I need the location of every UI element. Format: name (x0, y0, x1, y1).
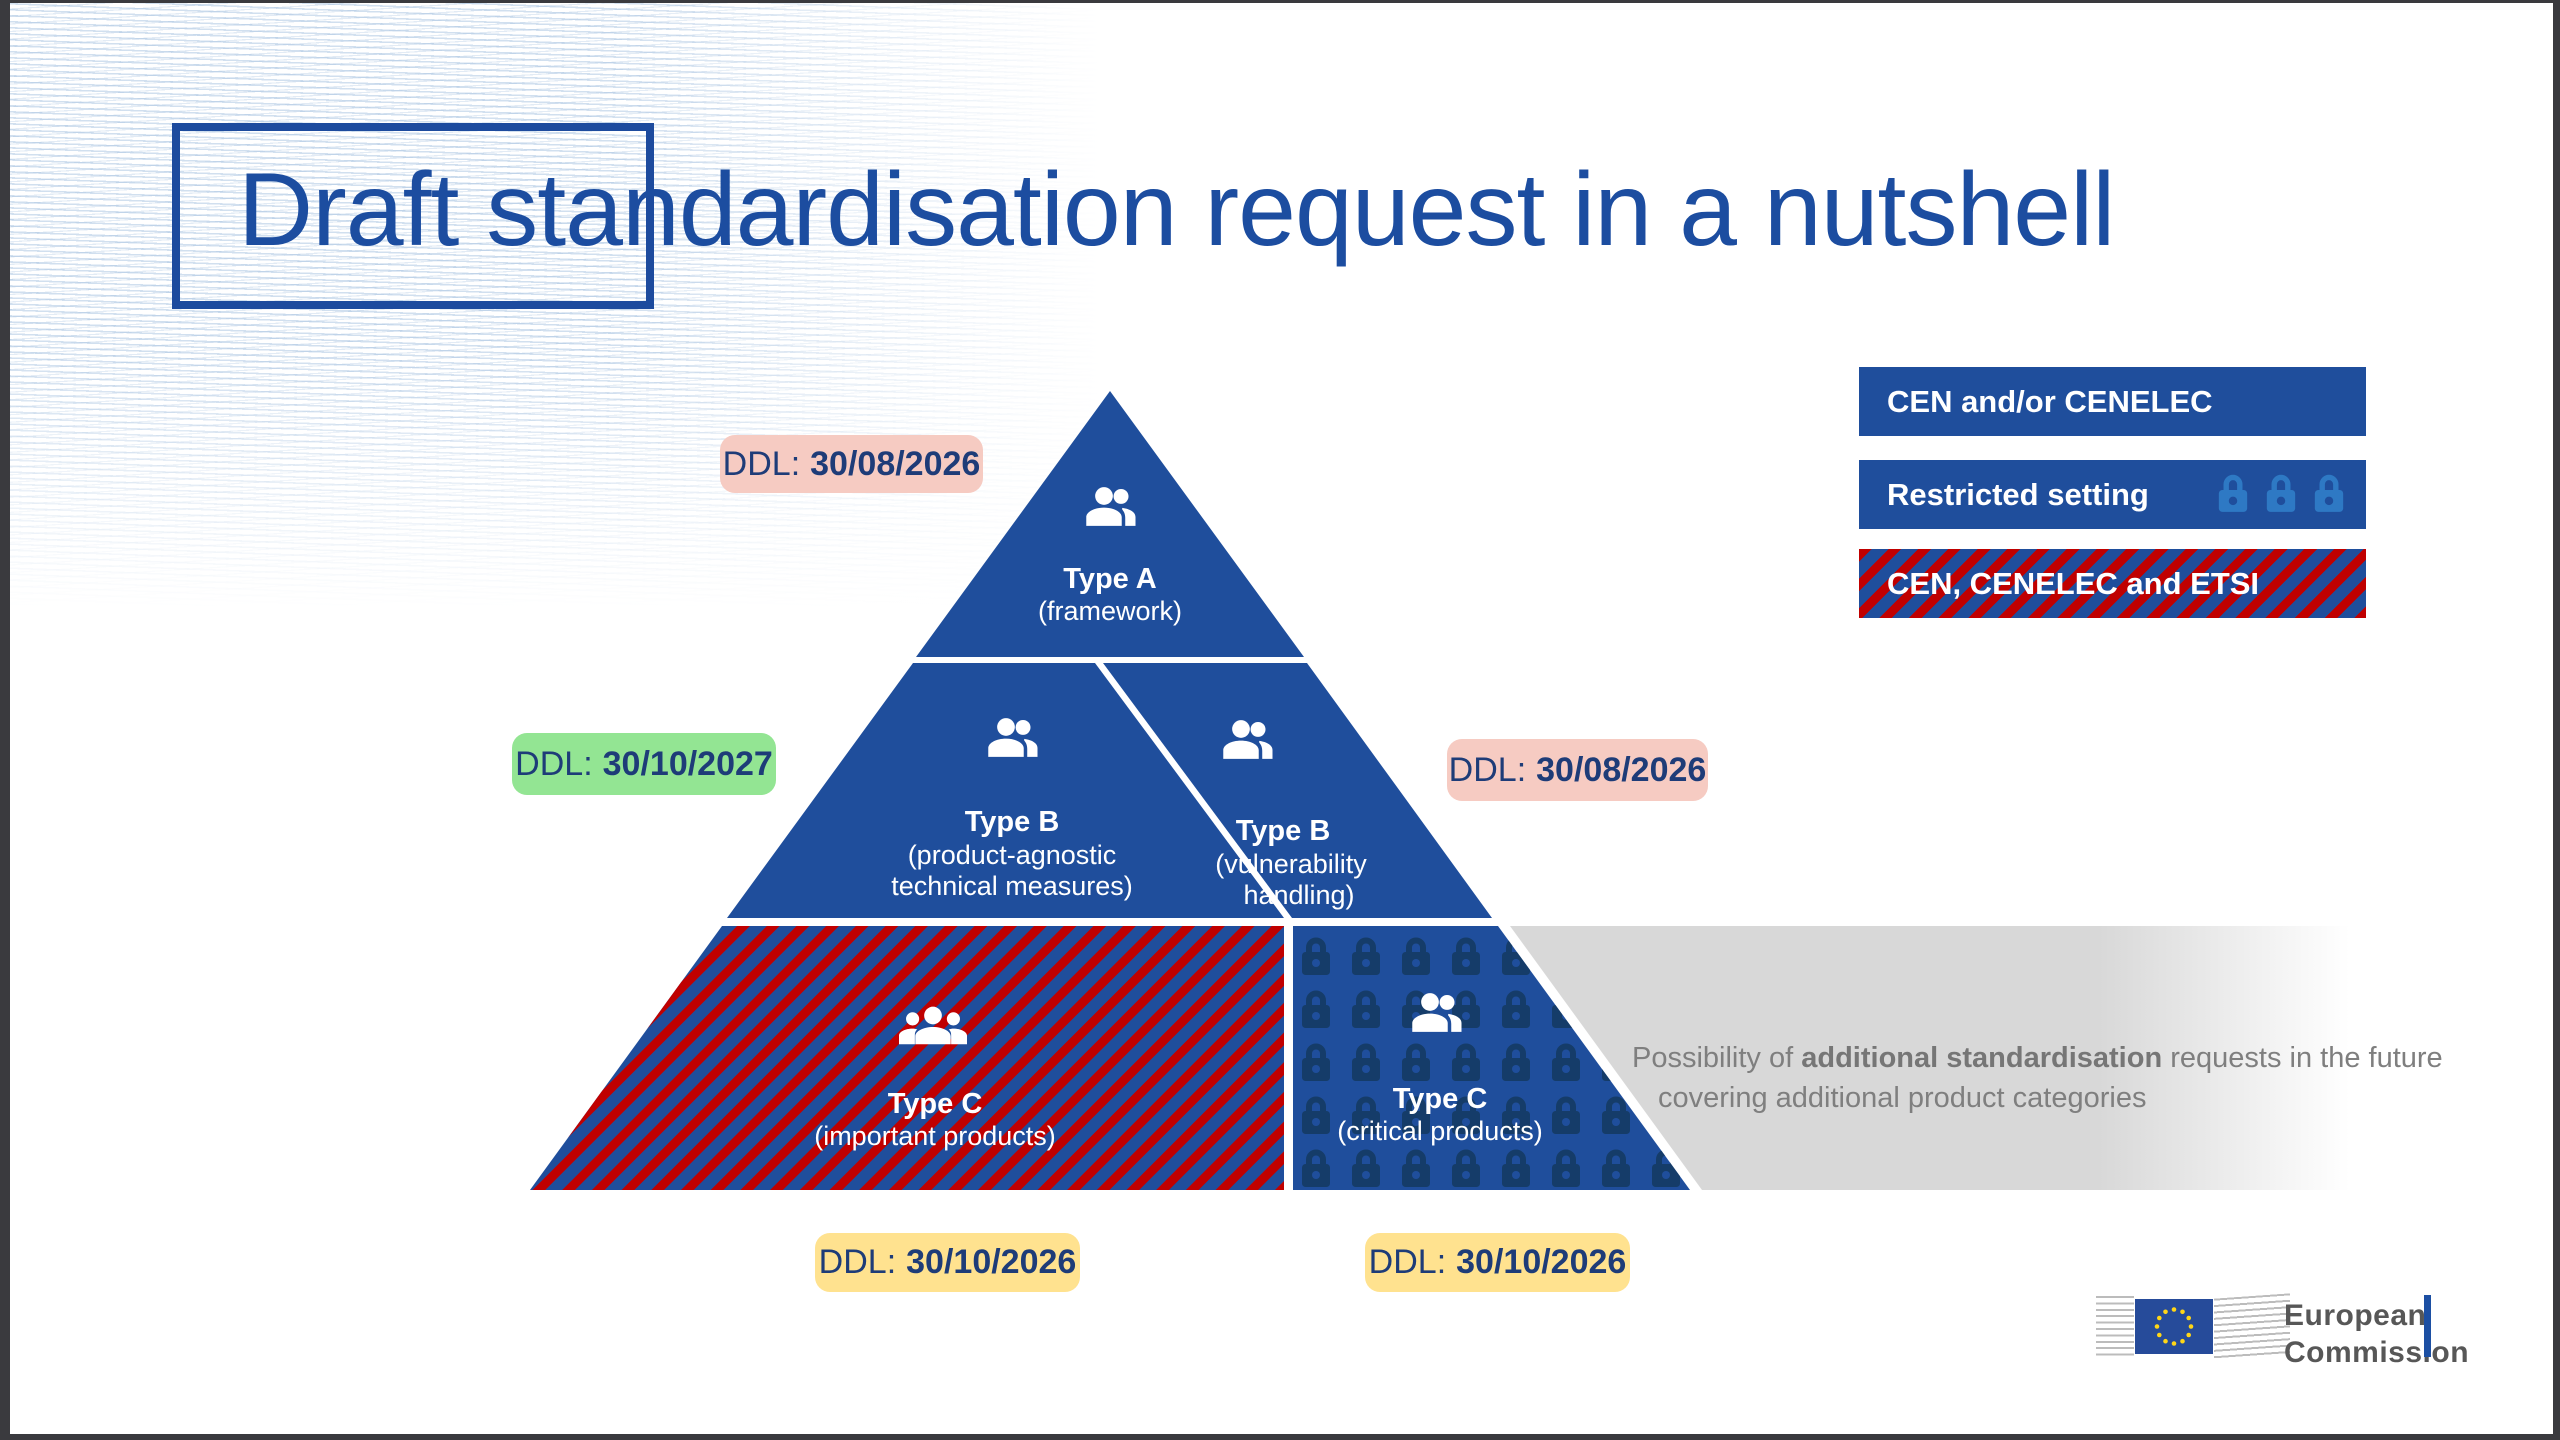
note-line-1: Possibility of additional standardisatio… (1632, 1042, 2443, 1074)
lock-icon (2266, 474, 2296, 512)
header-wave-fade (10, 3, 1170, 633)
type-b-left-detail1: (product-agnostic (907, 840, 1117, 870)
type-c-important-detail: (important products) (814, 1121, 1056, 1151)
deadline-badge-type-b-right: DDL: 30/08/2026 (1447, 739, 1708, 801)
deadline-date: 30/08/2026 (1536, 750, 1707, 789)
legend-cen-cenelec-etsi: CEN, CENELEC and ETSI (1859, 549, 2366, 618)
type-b-right-detail1: (vulnerability (1215, 849, 1367, 879)
legend-label: Restricted setting (1887, 476, 2149, 512)
title-outline-box (172, 123, 654, 309)
type-c-important-label: Type C (887, 1088, 983, 1120)
deadline-label: DDL: (515, 744, 593, 783)
people-icon (988, 718, 1038, 757)
type-b-left-section (727, 663, 1284, 918)
deadline-date: 30/10/2026 (906, 1243, 1077, 1281)
future-requests-note: Possibility of additional standardisatio… (1632, 1038, 2443, 1118)
lock-icon (2314, 474, 2344, 512)
deadline-date: 30/08/2026 (810, 444, 981, 483)
people-icon (1223, 720, 1273, 759)
type-b-left-label: Type B (964, 806, 1060, 838)
type-a-detail: (framework) (1037, 596, 1183, 626)
legend-restricted-setting: Restricted setting (1859, 460, 2366, 529)
deadline-date: 30/10/2027 (602, 744, 773, 783)
commission-word-1: European (2284, 1299, 2427, 1332)
deadline-badge-type-c-critical: DDL: 30/10/2026 (1365, 1233, 1630, 1292)
lock-icons (2216, 471, 2346, 516)
type-c-critical-detail: (critical products) (1337, 1116, 1543, 1146)
type-b-left-detail2: technical measures) (891, 871, 1133, 901)
page-title: Draft standardisation request in a nutsh… (238, 152, 2115, 268)
deadline-label: DDL: (1368, 1243, 1447, 1281)
legend-label: CEN and/or CENELEC (1887, 383, 2213, 419)
deadline-label: DDL: (1448, 750, 1527, 789)
people-icon (1086, 487, 1136, 526)
eu-flag (2135, 1299, 2213, 1354)
commission-wordmark: European Commission (2284, 1297, 2469, 1371)
note-line-2: covering additional product categories (1658, 1082, 2147, 1114)
logo-wave-right (2214, 1293, 2290, 1359)
deadline-date: 30/10/2026 (1456, 1243, 1627, 1281)
deadline-badge-type-a: DDL: 30/08/2026 (720, 435, 983, 493)
type-c-critical-label: Type C (1392, 1083, 1488, 1115)
commission-word-2: Commission (2284, 1336, 2470, 1369)
people-icon (1412, 993, 1462, 1032)
legend-cen-cenelec: CEN and/or CENELEC (1859, 367, 2366, 436)
deadline-badge-type-b-left: DDL: 30/10/2027 (512, 733, 776, 795)
future-requests-band (1510, 926, 2350, 1190)
group-icon (899, 1006, 967, 1045)
logo-wave-left (2096, 1296, 2134, 1356)
type-b-right-label: Type B (1235, 815, 1331, 847)
logo-blue-bar (2424, 1295, 2431, 1357)
type-b-right-detail2: handling) (1243, 880, 1355, 910)
deadline-label: DDL: (818, 1243, 897, 1281)
deadline-label: DDL: (722, 444, 801, 483)
type-b-right-section (1103, 663, 1492, 918)
legend-label: CEN, CENELEC and ETSI (1887, 565, 2260, 601)
type-c-critical-locks (1293, 926, 1690, 1190)
type-a-label: Type A (1063, 563, 1157, 595)
type-c-important-stripes (530, 926, 1284, 1190)
lock-icon (2218, 474, 2248, 512)
deadline-badge-type-c-important: DDL: 30/10/2026 (815, 1233, 1080, 1292)
